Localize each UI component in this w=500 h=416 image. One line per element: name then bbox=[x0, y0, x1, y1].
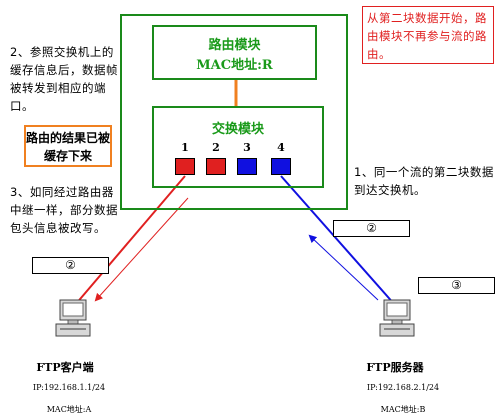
server-computer-icon bbox=[379, 299, 415, 337]
port-label-1: 1 bbox=[181, 141, 189, 154]
port-2 bbox=[206, 158, 226, 175]
note-step-3: 3、如同经过路由器中继一样，部分数据包头信息被改写。 bbox=[10, 185, 118, 235]
step-label-left: ② bbox=[32, 257, 109, 274]
server-ip: IP:192.168.2.1/24 bbox=[366, 383, 440, 392]
step-label-right: ② bbox=[333, 220, 410, 237]
switch-chassis bbox=[120, 14, 348, 210]
note-step-1: 1、同一个流的第二块数据到达交换机。 bbox=[354, 165, 494, 197]
routing-module-mac: MAC地址:R bbox=[196, 58, 273, 73]
routing-module: 路由模块 MAC地址:R bbox=[152, 25, 317, 80]
port-label-2: 2 bbox=[212, 141, 220, 154]
blue-flow-arrow bbox=[308, 234, 379, 301]
routing-module-title: 路由模块 bbox=[208, 38, 261, 53]
port-label-4: 4 bbox=[277, 141, 285, 154]
red-flow-arrow bbox=[94, 197, 189, 302]
client-link-line bbox=[74, 175, 186, 306]
server-name: FTP服务器 bbox=[366, 361, 424, 374]
port-1 bbox=[175, 158, 195, 175]
switching-module-title: 交换模块 bbox=[211, 122, 264, 137]
port-3 bbox=[237, 158, 257, 175]
cache-note: 路由的结果已被缓存下来 bbox=[24, 125, 112, 167]
port-4 bbox=[271, 158, 291, 175]
client-computer-icon bbox=[55, 299, 91, 337]
client-mac: MAC地址:A bbox=[46, 405, 92, 414]
port-label-3: 3 bbox=[243, 141, 251, 154]
client-name: FTP客户端 bbox=[36, 361, 94, 374]
client-ip: IP:192.168.1.1/24 bbox=[32, 383, 106, 392]
red-note: 从第二块数据开始，路由模块不再参与流的路由。 bbox=[362, 6, 494, 64]
server-mac: MAC地址:B bbox=[380, 405, 426, 414]
step-label-right-3: ③ bbox=[418, 277, 495, 294]
switching-module: 交换模块 1 2 3 4 bbox=[152, 106, 324, 188]
note-step-2: 2、参照交换机上的缓存信息后，数据帧被转发到相应的端口。 bbox=[10, 45, 118, 113]
server-link-line bbox=[280, 175, 396, 306]
